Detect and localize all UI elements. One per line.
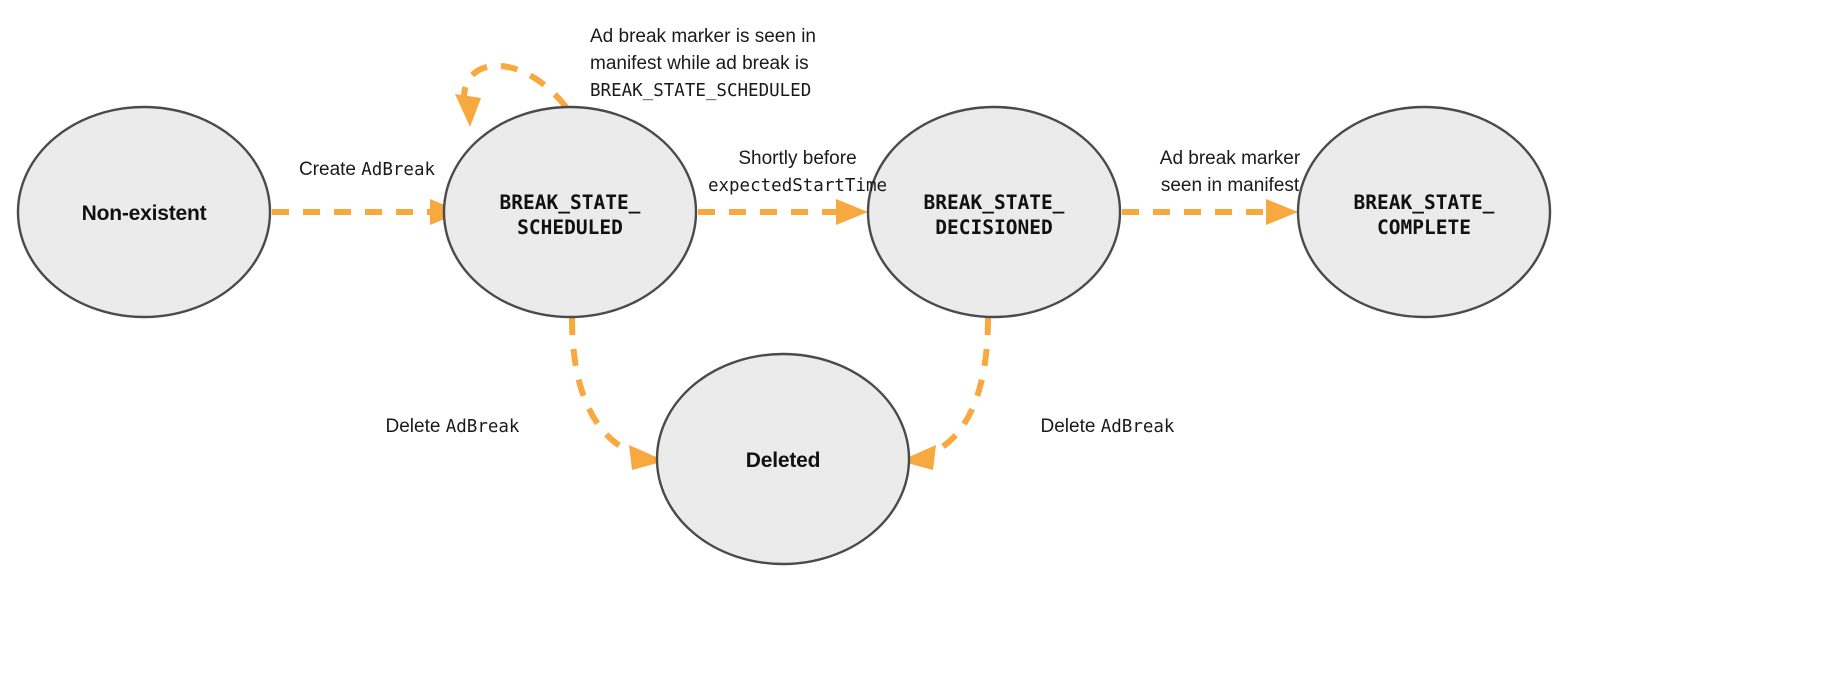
edge-decisioned-to-complete-arrowhead xyxy=(1266,199,1298,225)
edge-self-loop-scheduled-arrowhead xyxy=(455,94,481,127)
node-deleted[interactable] xyxy=(655,352,911,566)
edge-decisioned-to-complete xyxy=(1122,199,1298,225)
edge-self-loop-scheduled xyxy=(455,62,569,127)
edge-create-adbreak xyxy=(272,199,462,225)
edge-decisioned-to-deleted xyxy=(900,317,991,470)
node-non-existent[interactable] xyxy=(16,105,272,319)
edge-scheduled-to-deleted-arrowhead xyxy=(629,445,665,470)
edge-scheduled-to-deleted-line xyxy=(569,317,649,461)
edge-scheduled-to-decisioned xyxy=(698,199,868,225)
edge-self-loop-scheduled-line xyxy=(460,62,569,109)
edge-decisioned-to-deleted-line xyxy=(917,317,991,461)
edge-scheduled-to-decisioned-arrowhead xyxy=(836,199,868,225)
edge-decisioned-to-deleted-arrowhead xyxy=(900,445,936,470)
edge-scheduled-to-deleted xyxy=(569,317,665,470)
node-break-state-decisioned[interactable] xyxy=(866,105,1122,319)
node-break-state-scheduled[interactable] xyxy=(442,105,698,319)
node-break-state-complete[interactable] xyxy=(1296,105,1552,319)
